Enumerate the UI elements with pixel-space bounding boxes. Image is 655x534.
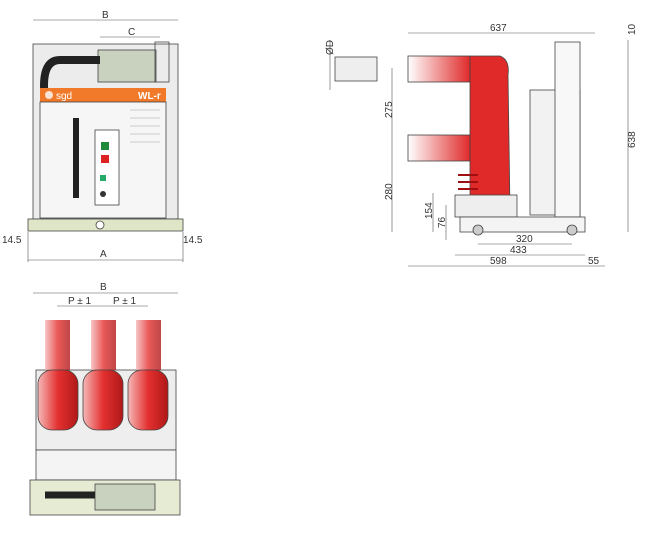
- brand-band: [40, 88, 166, 102]
- top-view: B P ± 1 P ± 1: [29, 282, 181, 516]
- pitch-2: P ± 1: [113, 296, 137, 307]
- dim-154: 154: [424, 202, 435, 219]
- conductor: [334, 56, 378, 82]
- counter: [100, 175, 106, 181]
- front-view: sgd WL-r B C A 14.5 14.5: [2, 10, 203, 262]
- dim-275: 275: [384, 101, 395, 118]
- lower-bushing: [407, 134, 471, 162]
- dim-76: 76: [437, 216, 448, 228]
- dim-637: 637: [490, 23, 507, 34]
- dim-638: 638: [627, 131, 638, 148]
- dim-280: 280: [384, 183, 395, 200]
- handle: [73, 118, 79, 198]
- side-view: ØD 637 10 638 275 280 154 76 320 433 598…: [325, 23, 638, 267]
- dim-598: 598: [490, 256, 507, 267]
- truck-base: [27, 218, 184, 232]
- upper-bushing: [407, 55, 471, 83]
- dim-right-offset: 14.5: [183, 235, 203, 246]
- indicator-panel: [94, 129, 120, 206]
- pole-2: [82, 320, 124, 431]
- dim-10: 10: [627, 23, 638, 35]
- pitch-1: P ± 1: [68, 296, 92, 307]
- logo-icon: [45, 91, 53, 99]
- model-label: WL-r: [138, 91, 161, 102]
- dim-C: C: [128, 27, 135, 38]
- pole-1: [37, 320, 79, 431]
- dim-55: 55: [588, 256, 600, 267]
- dim-320: 320: [516, 234, 533, 245]
- pole-3: [127, 320, 169, 431]
- dim-diameter: ØD: [325, 40, 336, 55]
- dim-433: 433: [510, 245, 527, 256]
- dim-A: A: [100, 249, 107, 260]
- close-indicator: [101, 142, 109, 150]
- dim-B-front: B: [102, 10, 109, 21]
- open-indicator: [101, 155, 109, 163]
- pole-column: [469, 55, 511, 211]
- dim-B-top: B: [100, 282, 107, 293]
- dim-left-offset: 14.5: [2, 235, 22, 246]
- brand-logo: sgd: [56, 91, 72, 102]
- operating-lever: [97, 49, 157, 83]
- charge-indicator: [100, 191, 106, 197]
